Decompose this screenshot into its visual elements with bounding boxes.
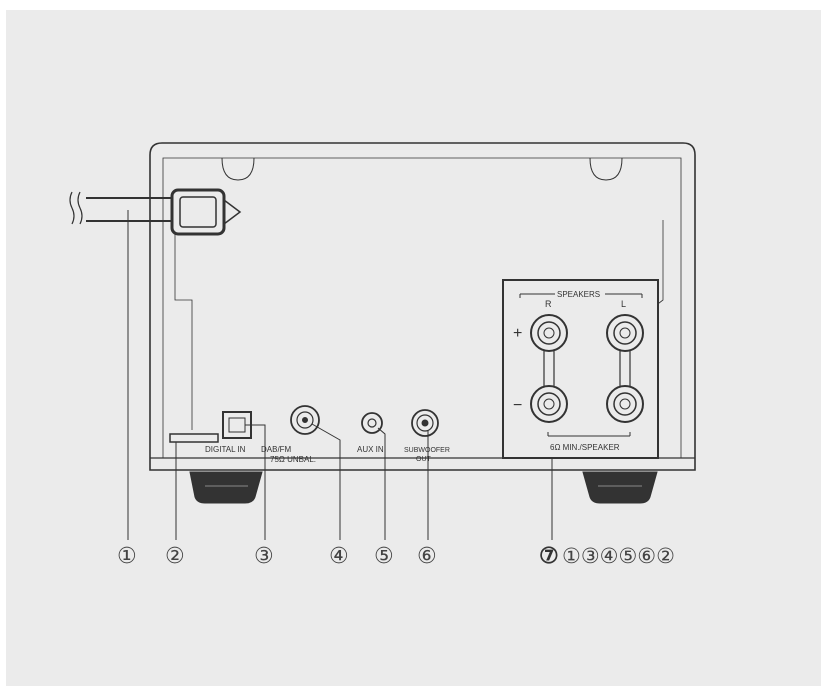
aux-in-jack — [361, 412, 386, 540]
speaker-right-label: R — [545, 299, 552, 309]
device-foot-right — [582, 471, 658, 504]
footer-sequence: ①③④⑤⑥② — [562, 544, 675, 568]
callout-1: ① — [117, 544, 137, 569]
callout-2: ② — [165, 544, 185, 569]
aux-in-label: AUX IN — [357, 445, 384, 454]
digital-in-label: DIGITAL IN — [205, 445, 246, 454]
subwoofer-label: SUBWOOFER — [404, 447, 450, 454]
subwoofer-out-jack — [411, 409, 439, 540]
dab-fm-label: DAB/FM — [261, 445, 292, 454]
dab-fm-impedance-label: 75Ω UNBAL. — [270, 455, 316, 464]
callout-6: ⑥ — [417, 544, 437, 569]
dab-fm-antenna-jack — [290, 405, 341, 540]
device-foot-left — [189, 471, 263, 504]
callout-4: ④ — [329, 544, 349, 569]
power-cord — [69, 188, 242, 236]
speaker-left-label: L — [621, 299, 626, 309]
speaker-terminal-panel — [502, 279, 659, 540]
digital-in-jack — [222, 411, 266, 540]
speakers-label: SPEAKERS — [557, 290, 600, 299]
callout-7: ⑦ — [539, 543, 559, 568]
subwoofer-out-label: OUT — [416, 456, 432, 463]
speaker-plus-label: + — [513, 325, 522, 342]
speaker-minus-label: − — [513, 397, 522, 414]
callout-5: ⑤ — [374, 544, 394, 569]
speaker-impedance-label: 6Ω MIN./SPEAKER — [550, 443, 620, 452]
callout-3: ③ — [254, 544, 274, 569]
security-slot — [169, 433, 219, 540]
